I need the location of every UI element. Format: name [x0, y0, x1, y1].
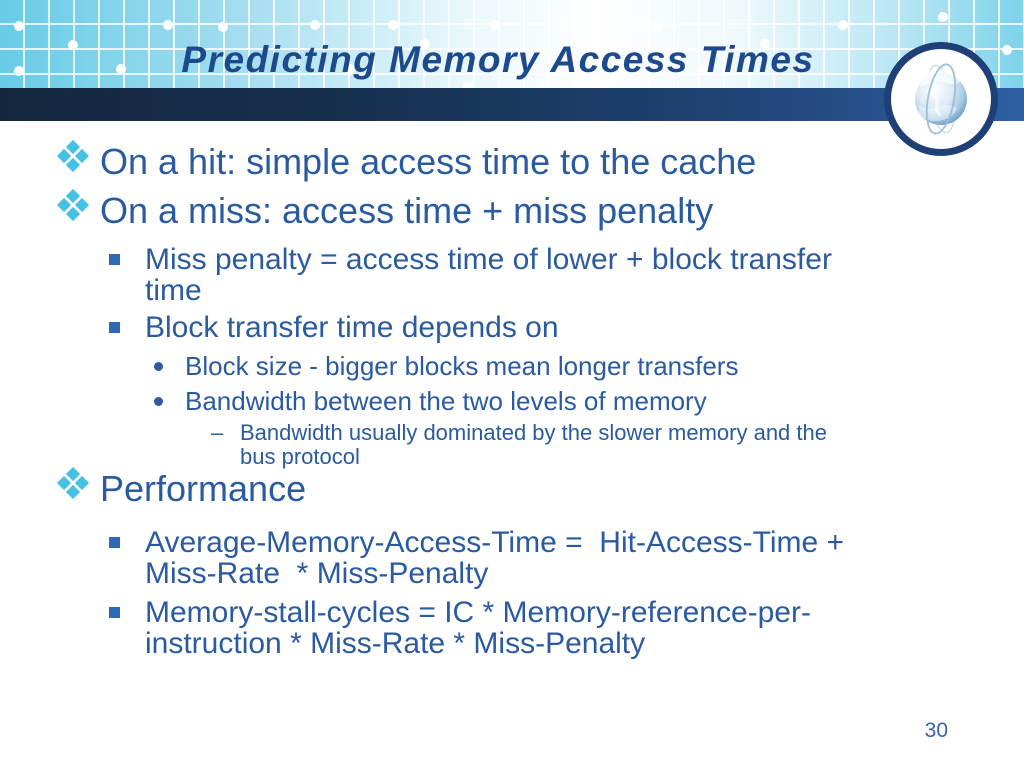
bullet-item: Memory-stall-cycles = IC * Memory-refere… — [0, 597, 1024, 659]
globe-logo — [884, 42, 998, 156]
bullet-text: Block size - bigger blocks mean longer t… — [185, 351, 739, 381]
bullet-item: Performance — [0, 466, 1024, 509]
dot-bullet-icon — [154, 362, 163, 371]
bullet-text: On a miss: access time + miss penalty — [100, 190, 714, 231]
grid-dot — [938, 12, 948, 22]
bullet-list: On a hit: simple access time to the cach… — [0, 120, 1024, 659]
bullet-text: Bandwidth between the two levels of memo… — [185, 386, 707, 416]
grid-dot — [68, 40, 78, 50]
grid-dot — [420, 39, 430, 49]
header-band — [0, 0, 1024, 92]
bullet-text: Miss penalty = access time of lower + bl… — [145, 243, 832, 307]
grid-dot — [388, 20, 398, 30]
bullet-item: – Bandwidth usually dominated by the slo… — [0, 421, 1024, 469]
grid-dot — [345, 64, 355, 74]
square-bullet-icon — [109, 322, 120, 333]
bullet-item: On a hit: simple access time to the cach… — [0, 139, 1024, 182]
bullet-item: Block size - bigger blocks mean longer t… — [0, 352, 1024, 381]
bullet-text: Performance — [100, 468, 307, 509]
bullet-item: Average-Memory-Access-Time = Hit-Access-… — [0, 527, 1024, 589]
grid-dot — [838, 20, 848, 30]
grid-dot — [14, 21, 24, 31]
grid-dot — [490, 20, 500, 30]
grid-dot — [14, 66, 24, 76]
bullet-item: On a miss: access time + miss penalty — [0, 188, 1024, 231]
square-bullet-icon — [109, 537, 120, 548]
grid-dot — [540, 82, 550, 92]
bullet-text: Block transfer time depends on — [145, 311, 559, 344]
grid-dot — [218, 22, 228, 32]
grid-dot — [310, 20, 320, 30]
grid-dot — [700, 64, 710, 74]
globe-icon — [915, 63, 967, 135]
title-underline-bar — [0, 88, 1024, 121]
grid-dot — [163, 20, 173, 30]
page-number: 30 — [924, 719, 948, 742]
grid-dot — [652, 22, 662, 32]
grid-dot — [1002, 45, 1012, 55]
dash-bullet-icon: – — [211, 420, 224, 445]
bullet-text: On a hit: simple access time to the cach… — [100, 141, 757, 182]
bullet-item: Block transfer time depends on — [0, 312, 1024, 343]
bullet-text: Average-Memory-Access-Time = Hit-Access-… — [145, 526, 845, 590]
bullet-item: Miss penalty = access time of lower + bl… — [0, 244, 1024, 306]
bullet-item: Bandwidth between the two levels of memo… — [0, 387, 1024, 416]
grid-dot — [760, 39, 770, 49]
square-bullet-icon — [109, 607, 120, 618]
bullet-text: Bandwidth usually dominated by the slowe… — [240, 420, 827, 469]
grid-dot — [463, 82, 473, 92]
bullet-text: Memory-stall-cycles = IC * Memory-refere… — [145, 596, 811, 660]
grid-dot — [116, 64, 126, 74]
square-bullet-icon — [109, 254, 120, 265]
dot-bullet-icon — [154, 397, 163, 406]
slide-title: Predicting Memory Access Times — [181, 39, 815, 80]
